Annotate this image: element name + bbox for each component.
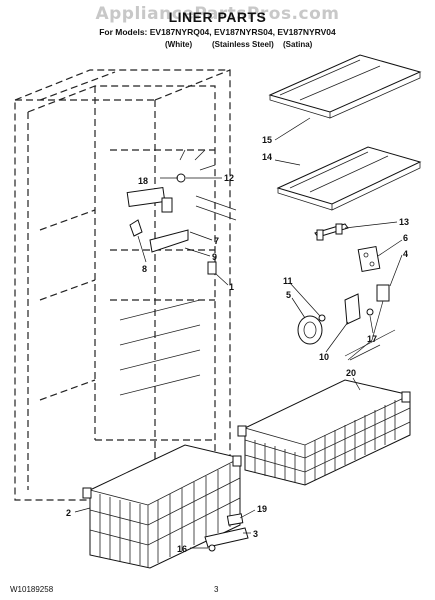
page-title: LINER PARTS bbox=[168, 9, 267, 25]
basket-2 bbox=[82, 444, 242, 569]
page-number: 3 bbox=[214, 585, 219, 594]
callout-labels: 15 14 18 12 7 9 8 1 13 6 4 11 5 10 17 20… bbox=[66, 135, 409, 554]
callout-6: 6 bbox=[403, 233, 408, 243]
callout-5: 5 bbox=[286, 290, 291, 300]
basket-20 bbox=[237, 379, 411, 486]
light-and-control-parts bbox=[126, 149, 237, 275]
callout-7: 7 bbox=[214, 236, 219, 246]
callout-1: 1 bbox=[229, 282, 234, 292]
variant-stainless: (Stainless Steel) bbox=[212, 40, 274, 49]
callout-3: 3 bbox=[253, 529, 258, 539]
watermark: AppliancePartsPros.com bbox=[95, 4, 340, 24]
callout-16: 16 bbox=[177, 544, 187, 554]
cabinet-liner bbox=[14, 69, 231, 501]
callout-14: 14 bbox=[262, 152, 272, 162]
callout-20: 20 bbox=[346, 368, 356, 378]
callout-13: 13 bbox=[399, 217, 409, 227]
small-parts bbox=[204, 513, 249, 552]
callout-4: 4 bbox=[403, 249, 408, 259]
variant-white: (White) bbox=[165, 40, 193, 49]
shelf-15 bbox=[268, 54, 422, 119]
callout-17: 17 bbox=[367, 334, 377, 344]
callout-18: 18 bbox=[138, 176, 148, 186]
bracket-6 bbox=[357, 246, 381, 272]
shelf-14 bbox=[276, 146, 422, 211]
callout-19: 19 bbox=[257, 504, 267, 514]
callout-2: 2 bbox=[66, 508, 71, 518]
leader-lines bbox=[74, 117, 403, 549]
callout-15: 15 bbox=[262, 135, 272, 145]
bracket-13 bbox=[314, 223, 349, 241]
models-line: For Models: EV187NYRQ04, EV187NYRS04, EV… bbox=[99, 27, 336, 37]
callout-12: 12 bbox=[224, 173, 234, 183]
document-number: W10189258 bbox=[10, 585, 54, 594]
variant-satina: (Satina) bbox=[283, 40, 313, 49]
callout-9: 9 bbox=[212, 252, 217, 262]
control-assembly bbox=[297, 284, 396, 361]
callout-10: 10 bbox=[319, 352, 329, 362]
callout-8: 8 bbox=[142, 264, 147, 274]
callout-11: 11 bbox=[283, 276, 293, 286]
